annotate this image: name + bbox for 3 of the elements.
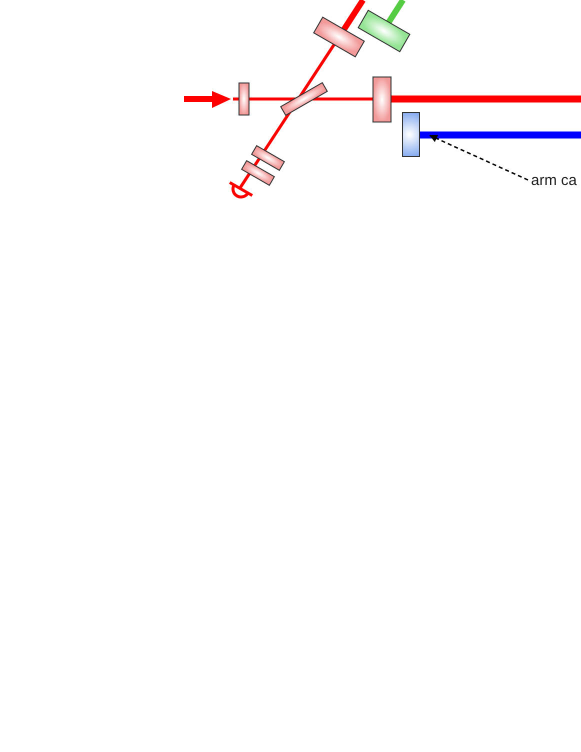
mirror-block: [402, 112, 420, 157]
leader-line: [429, 134, 528, 181]
callout-label: arm ca: [531, 172, 579, 192]
